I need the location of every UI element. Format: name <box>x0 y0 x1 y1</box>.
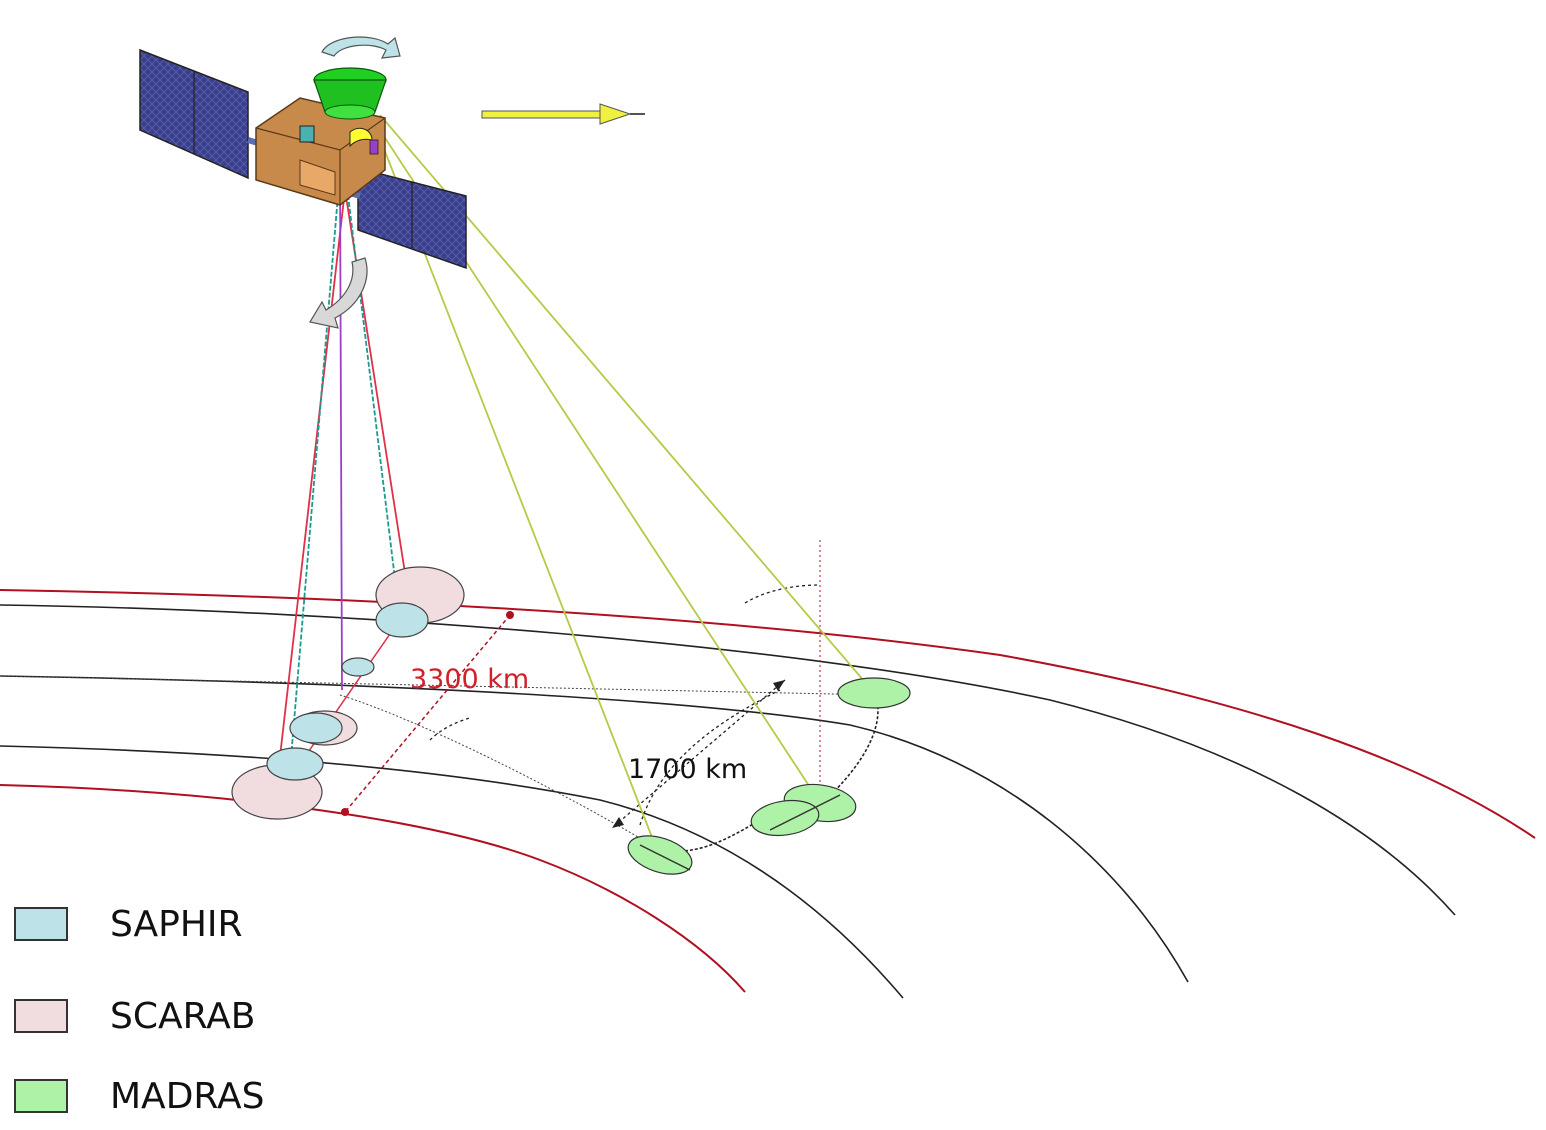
satellite-bus <box>255 97 386 206</box>
scan-line-dotted <box>0 675 881 696</box>
scan-line-dotted <box>339 694 661 851</box>
dimension-3300km: 3300 km <box>341 611 529 816</box>
scan-line <box>0 675 1189 983</box>
legend-swatch-scarab <box>14 999 68 1033</box>
legend-label: SCARAB <box>110 995 256 1037</box>
legend-item-saphir: SAPHIR <box>14 903 243 945</box>
rotation-arrow-icon <box>321 36 401 59</box>
direction-arrow-icon <box>481 103 645 125</box>
madras-footprint <box>750 799 820 837</box>
madras-footprints <box>627 677 911 875</box>
saphir-footprints <box>266 602 429 781</box>
saphir-footprint <box>341 657 375 677</box>
satellite-icon <box>139 48 467 270</box>
legend-swatch-saphir <box>14 907 68 941</box>
saphir-footprint <box>266 747 324 781</box>
legend-swatch-madras <box>14 1079 68 1113</box>
madras-footprint <box>837 677 911 709</box>
legend-label: MADRAS <box>110 1075 265 1117</box>
legend-label: SAPHIR <box>110 903 243 945</box>
legend-item-madras: MADRAS <box>14 1075 265 1117</box>
dimension-label-1700km: 1700 km <box>628 754 747 785</box>
saphir-footprint <box>375 602 429 638</box>
swath-edge-inner <box>0 784 746 993</box>
legend: SAPHIR SCARAB MADRAS <box>14 896 414 1126</box>
legend-item-scarab: SCARAB <box>14 995 256 1037</box>
scan-line <box>0 745 904 999</box>
saphir-footprint <box>289 712 343 744</box>
dimension-label-3300km: 3300 km <box>410 664 529 695</box>
rotation-arrow-icon <box>309 257 368 329</box>
swath-edge-outer <box>0 589 1536 839</box>
swath-edges <box>0 589 1536 993</box>
